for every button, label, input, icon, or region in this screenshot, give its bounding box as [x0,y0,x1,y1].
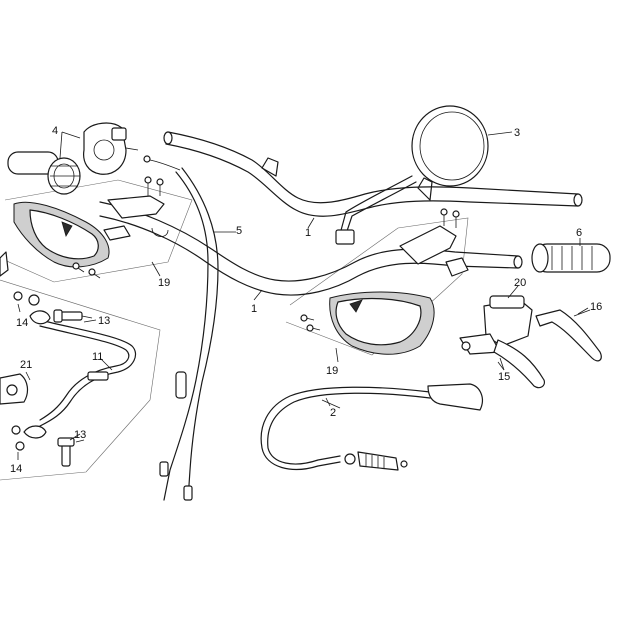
left-bracket-edge [0,251,9,277]
brake-line-group-frame [0,279,161,481]
brake-line [23,310,137,439]
callout-16: 16 [590,301,602,313]
callout-13-upper: 13 [98,315,110,327]
lever-16 [535,307,602,362]
callout-1-lower: 1 [251,303,257,315]
handlebar-upper [163,131,583,217]
callout-20: 20 [514,277,526,289]
handguard-left [13,176,169,279]
washers-14 [11,291,40,460]
callout-13-lower: 13 [74,429,86,441]
banjo-bolt-13-lower [57,433,81,467]
handlebar-lower [99,201,523,296]
mirror [335,105,513,245]
callout-14-lower: 14 [10,463,22,475]
callout-21: 21 [20,359,32,371]
brake-master-cylinder [459,285,533,355]
callout-6: 6 [576,227,582,239]
callout-11: 11 [92,351,103,363]
leader-lines [75,217,591,443]
callout-14-upper: 14 [16,317,28,329]
clutch-cable [260,383,483,471]
callout-15: 15 [498,371,510,383]
callout-3: 3 [514,127,520,139]
caliper-21 [0,371,31,405]
callout-19-right: 19 [326,365,338,377]
callout-1-upper: 1 [305,227,311,239]
banjo-bolt-13-upper [53,309,93,323]
throttle-cables [143,155,236,501]
brake-lever [493,339,545,389]
callout-5: 5 [236,225,242,237]
callout-19-left: 19 [158,277,170,289]
handgrip-right [531,238,611,273]
handguard-right [300,208,469,363]
callout-4: 4 [52,125,58,137]
handguard-right-group-frame [285,217,469,356]
throttle-assembly [7,122,139,195]
callout-2: 2 [330,407,336,419]
callout-labels: 1 1 2 3 4 5 6 11 13 13 14 14 15 16 19 19… [10,125,602,475]
